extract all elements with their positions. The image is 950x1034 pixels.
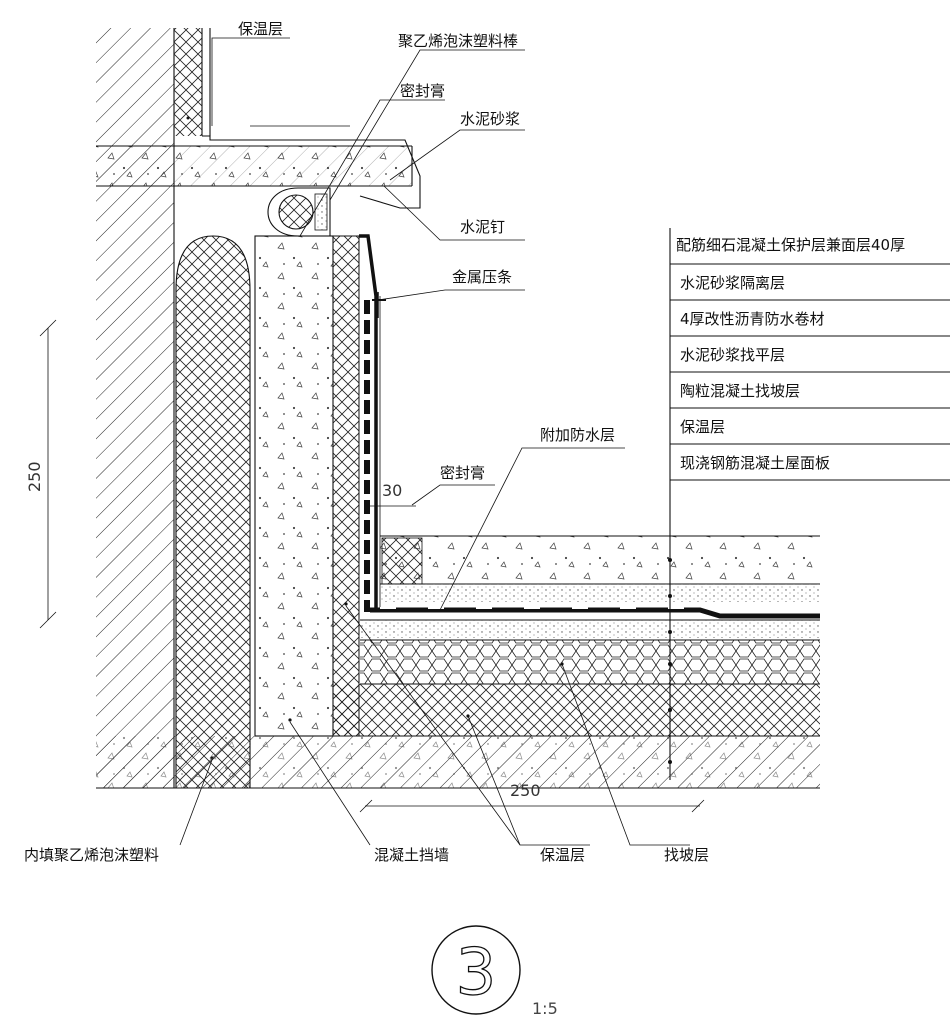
detail-scale: 1:5 [532, 999, 558, 1018]
overhang-slab [96, 125, 421, 209]
dimension-vertical: 250 [25, 461, 44, 492]
label-sealant-top: 密封膏 [400, 82, 445, 100]
layer-label-2: 水泥砂浆隔离层 [680, 274, 785, 292]
layer-label-6: 保温层 [680, 418, 725, 436]
label-sealant-mid: 密封膏 [440, 464, 485, 482]
label-slope-layer: 找坡层 [664, 846, 709, 864]
label-pe-foam-rod: 聚乙烯泡沫塑料棒 [398, 32, 518, 50]
label-insulation-top: 保温层 [238, 20, 283, 38]
layer-label-4: 水泥砂浆找平层 [680, 346, 785, 364]
detail-callout: 3 1:5 [431, 925, 558, 1018]
roof-layers [96, 535, 820, 789]
label-metal-strip: 金属压条 [452, 268, 512, 286]
label-cement-nail: 水泥钉 [460, 218, 505, 236]
infill-pe-foam-column [175, 235, 251, 789]
layer-label-3: 4厚改性沥青防水卷材 [680, 310, 825, 328]
leader-lines [179, 37, 690, 846]
layer-label-7: 现浇钢筋混凝土屋面板 [680, 454, 830, 472]
label-concrete-retaining-wall: 混凝土挡墙 [374, 846, 449, 864]
dimension-lines [39, 319, 705, 813]
detail-number: 3 [456, 936, 497, 1010]
parapet-insulation [332, 235, 360, 737]
concrete-retaining-wall [254, 235, 334, 737]
label-insulation-bottom: 保温层 [540, 846, 585, 864]
wall-insulation-strip [174, 28, 211, 136]
layer-label-5: 陶粒混凝土找坡层 [680, 382, 800, 400]
layer-table [668, 228, 950, 780]
dimension-horizontal: 250 [510, 781, 541, 800]
main-wall [96, 28, 175, 788]
pe-foam-rod [267, 187, 331, 237]
label-infill-pe-foam: 内填聚乙烯泡沫塑料 [24, 846, 159, 864]
layer-label-1: 配筋细石混凝土保护层兼面层40厚 [676, 236, 905, 254]
label-cement-mortar: 水泥砂浆 [460, 110, 520, 128]
dimension-gap: 30 [382, 481, 402, 500]
label-additional-waterproof: 附加防水层 [540, 426, 615, 444]
